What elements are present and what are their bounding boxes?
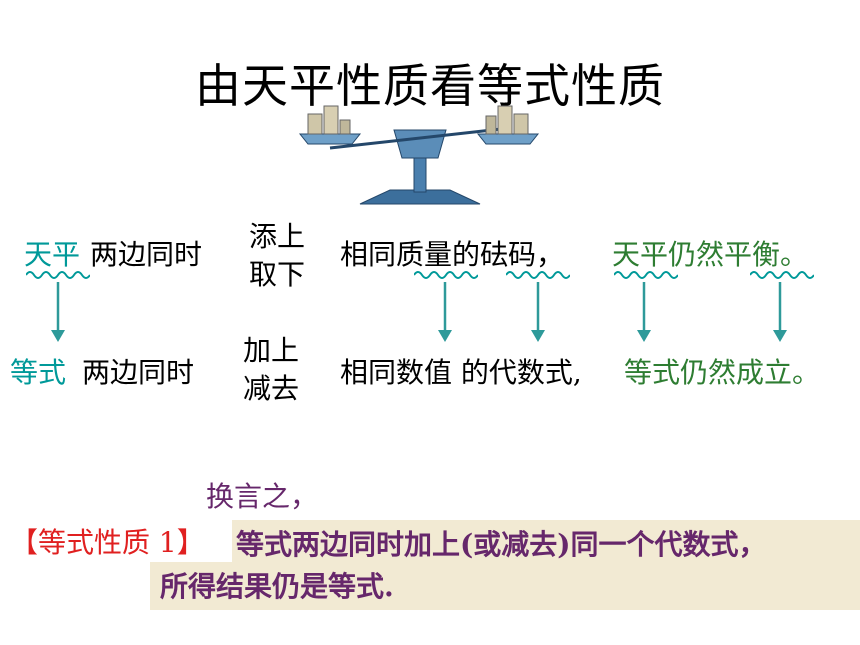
row1-action-add: 添上: [248, 220, 305, 253]
page-title: 由天平性质看等式性质: [195, 59, 665, 113]
row2-action-subtract: 减去: [242, 372, 299, 405]
wavy-underline: [26, 271, 90, 279]
down-arrow-icon: [637, 282, 651, 342]
property-label-text: 【等式性质 1】: [10, 526, 205, 559]
row1-both-sides: 两边同时: [90, 238, 203, 271]
property-label: 【等式性质 1】: [10, 526, 205, 560]
down-arrow-icon: [51, 282, 65, 342]
row2-action-add: 加上: [242, 334, 299, 367]
property-line1: 等式两边同时加上(或减去)同一个代数式，: [236, 528, 767, 561]
down-arrow-icon: [438, 282, 452, 342]
row1-still-balanced: 天平仍然平衡。: [612, 238, 809, 271]
wavy-underline: [414, 271, 478, 279]
wavy-underline: [506, 271, 570, 279]
property-background: [232, 520, 860, 564]
row2-same-expression: 相同数值 的代数式,: [340, 356, 582, 389]
property-background: [150, 562, 860, 610]
down-arrow-icon: [531, 282, 545, 342]
row1-action-remove: 取下: [248, 258, 305, 291]
row1-balance-term: 天平: [24, 238, 81, 271]
row2-still-holds: 等式仍然成立。: [624, 356, 821, 389]
row2-both-sides: 两边同时: [82, 356, 195, 389]
row2-action: 加上 减去: [236, 332, 306, 408]
balance-scale-image: [298, 105, 540, 205]
row1-action: 添上 取下: [242, 218, 312, 294]
row1-same-weights: 相同质量的砝码，: [340, 238, 565, 271]
in-other-words: 换言之，: [206, 480, 319, 513]
property-line2: 所得结果仍是等式.: [160, 570, 394, 603]
wavy-underline: [750, 271, 814, 279]
row2-equation-term: 等式: [10, 356, 67, 389]
wavy-underline: [614, 271, 678, 279]
down-arrow-icon: [773, 282, 787, 342]
